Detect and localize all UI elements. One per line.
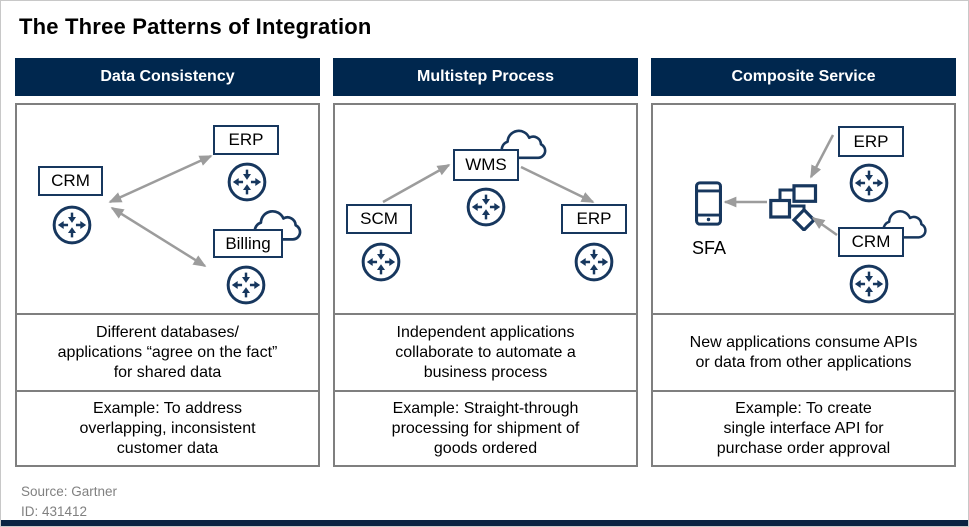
description-line: applications “agree on the fact” [57, 343, 278, 361]
example-data-consistency: Example: To address overlapping, inconsi… [15, 390, 320, 467]
example-line: Example: To create [735, 399, 872, 417]
billing-box: Billing [213, 229, 283, 258]
api-workflow-icon [769, 184, 819, 231]
integration-app-icon [573, 241, 615, 283]
integration-app-icon [848, 263, 890, 305]
example-composite-service: Example: To create single interface API … [651, 390, 956, 467]
source-text: Source: Gartner [21, 484, 118, 499]
bottom-accent-bar [1, 520, 968, 526]
sfa-label: SFA [691, 238, 726, 258]
integration-app-icon [465, 186, 507, 228]
description-line: for shared data [113, 363, 222, 381]
column-header-data-consistency: Data Consistency [15, 58, 320, 96]
description-composite-service: New applications consume APIs or data fr… [651, 313, 956, 392]
description-multistep-process: Independent applications collaborate to … [333, 313, 638, 392]
integration-app-icon [226, 161, 268, 203]
column-composite-service: Composite Service ERP SFA CRM New applic… [651, 58, 956, 467]
description-line: business process [423, 363, 548, 381]
example-line: single interface API for [723, 419, 884, 437]
column-multistep-process: Multistep Process SCM WMS ERP Independen… [333, 58, 638, 467]
erp-box: ERP [838, 126, 904, 157]
column-data-consistency: Data Consistency CRM ERP Billing Differe… [15, 58, 320, 467]
crm-box: CRM [838, 227, 904, 257]
crm-box: CRM [38, 166, 103, 196]
diagram-composite-service: ERP SFA CRM [651, 103, 956, 315]
example-line: customer data [116, 439, 219, 457]
description-line: or data from other applications [695, 353, 912, 371]
example-line: goods ordered [433, 439, 538, 457]
description-line: Independent applications [396, 323, 575, 341]
erp-box: ERP [213, 125, 279, 155]
column-header-multistep-process: Multistep Process [333, 58, 638, 96]
integration-app-icon [51, 204, 93, 246]
description-line: collaborate to automate a [395, 343, 576, 361]
figure-footer: Source: Gartner ID: 431412 [21, 482, 117, 523]
column-header-composite-service: Composite Service [651, 58, 956, 96]
example-line: overlapping, inconsistent [79, 419, 256, 437]
integration-app-icon [225, 264, 267, 306]
scm-box: SCM [346, 204, 412, 234]
example-line: purchase order approval [716, 439, 891, 457]
figure-id-text: ID: 431412 [21, 504, 88, 520]
integration-app-icon [360, 241, 402, 283]
columns-row: Data Consistency CRM ERP Billing Differe… [15, 58, 956, 467]
diagram-data-consistency: CRM ERP Billing [15, 103, 320, 315]
example-line: Example: Straight-through [392, 399, 579, 417]
wms-box: WMS [453, 149, 519, 181]
integration-app-icon [848, 162, 890, 204]
diagram-multistep-process: SCM WMS ERP [333, 103, 638, 315]
smartphone-icon [695, 181, 722, 226]
erp-box: ERP [561, 204, 627, 234]
description-data-consistency: Different databases/ applications “agree… [15, 313, 320, 392]
page-title: The Three Patterns of Integration [19, 14, 372, 39]
example-multistep-process: Example: Straight-through processing for… [333, 390, 638, 467]
example-line: processing for shipment of [391, 419, 580, 437]
description-line: New applications consume APIs [689, 333, 918, 351]
description-line: Different databases/ [96, 323, 239, 341]
example-line: Example: To address [92, 399, 243, 417]
